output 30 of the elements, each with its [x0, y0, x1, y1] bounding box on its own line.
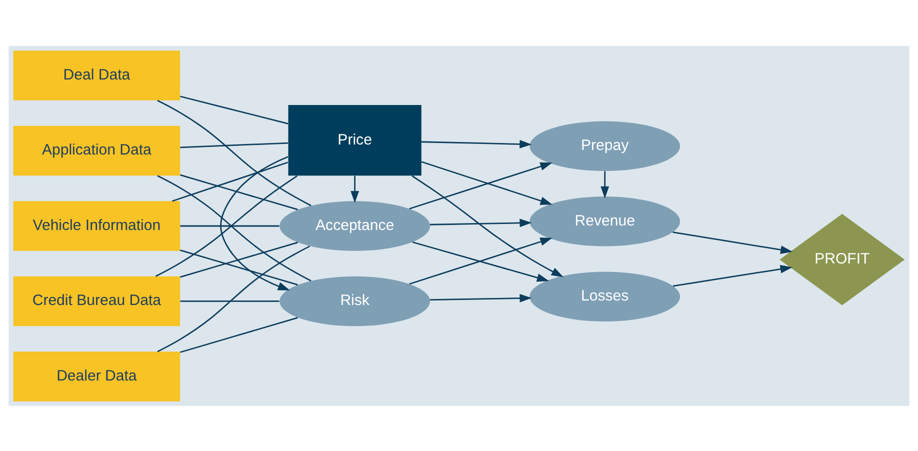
- arrow: [350, 175, 360, 202]
- arrow: [672, 231, 793, 254]
- connector: [180, 300, 280, 302]
- arrow: [430, 293, 532, 302]
- node-ellipse: Acceptance: [280, 200, 430, 250]
- arrow: [220, 156, 290, 290]
- node-box: Application Data: [13, 125, 180, 176]
- node-box: Vehicle Information: [13, 200, 180, 250]
- arrow: [600, 170, 610, 198]
- connector: [180, 174, 298, 210]
- node-ellipse: Risk: [280, 276, 430, 326]
- arrow: [421, 139, 532, 148]
- node-box: Price: [288, 104, 422, 176]
- arrow: [409, 162, 552, 209]
- connector: [180, 142, 288, 148]
- arrow: [412, 174, 564, 277]
- connector: [157, 245, 310, 352]
- arrow: [421, 160, 552, 204]
- node-box: Credit Bureau Data: [13, 276, 180, 326]
- connector: [180, 95, 288, 124]
- node-box: Dealer Data: [13, 351, 180, 401]
- connector: [157, 99, 312, 206]
- connector: [172, 161, 288, 202]
- connector: [180, 249, 298, 285]
- arrow: [672, 264, 792, 286]
- connector: [180, 316, 298, 352]
- connector: [180, 241, 298, 278]
- connector: [180, 224, 280, 226]
- node-box: Deal Data: [13, 50, 180, 100]
- arrow: [430, 218, 532, 227]
